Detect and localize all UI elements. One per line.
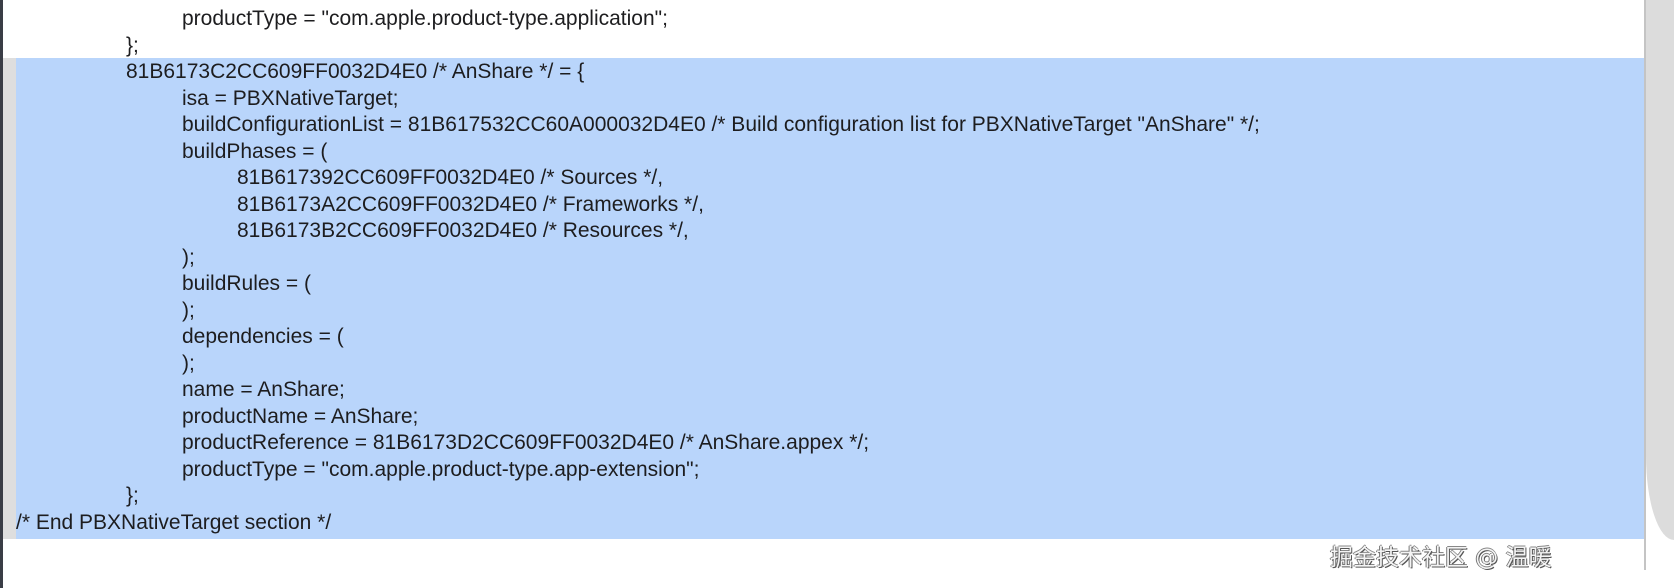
code-line[interactable]: name = AnShare; <box>182 378 345 401</box>
code-line[interactable]: 81B6173A2CC609FF0032D4E0 /* Frameworks *… <box>237 192 704 216</box>
window-left-border <box>0 0 3 588</box>
text-selection-highlight <box>16 58 1644 539</box>
code-line[interactable]: productType = "com.apple.product-type.ap… <box>182 457 700 481</box>
code-line[interactable]: buildPhases = ( <box>182 139 328 163</box>
code-line[interactable]: buildRules = ( <box>182 272 311 295</box>
code-line[interactable]: }; <box>126 33 139 57</box>
code-line[interactable]: buildConfigurationList = 81B617532CC60A0… <box>182 113 1260 136</box>
scrollbar-area[interactable] <box>1646 0 1674 540</box>
code-line[interactable]: productName = AnShare; <box>182 404 419 428</box>
code-line[interactable]: ); <box>182 298 195 322</box>
code-line[interactable]: 81B617392CC609FF0032D4E0 /* Sources */, <box>237 166 664 189</box>
code-line[interactable]: 81B6173C2CC609FF0032D4E0 /* AnShare */ =… <box>126 60 585 83</box>
code-line[interactable]: productReference = 81B6173D2CC609FF0032D… <box>182 431 870 454</box>
code-line[interactable]: ); <box>182 245 195 269</box>
code-line[interactable]: ); <box>182 351 195 375</box>
code-line[interactable]: dependencies = ( <box>182 325 344 348</box>
code-line[interactable]: }; <box>126 484 139 507</box>
code-line[interactable]: isa = PBXNativeTarget; <box>182 86 399 110</box>
editor-right-border <box>1644 0 1646 570</box>
code-line[interactable]: /* End PBXNativeTarget section */ <box>16 510 332 534</box>
watermark: 掘金技术社区 @ 温暖 <box>1330 545 1552 571</box>
code-line[interactable]: 81B6173B2CC609FF0032D4E0 /* Resources */… <box>237 219 689 242</box>
code-line[interactable]: productType = "com.apple.product-type.ap… <box>182 7 668 30</box>
selection-gutter <box>3 58 16 539</box>
